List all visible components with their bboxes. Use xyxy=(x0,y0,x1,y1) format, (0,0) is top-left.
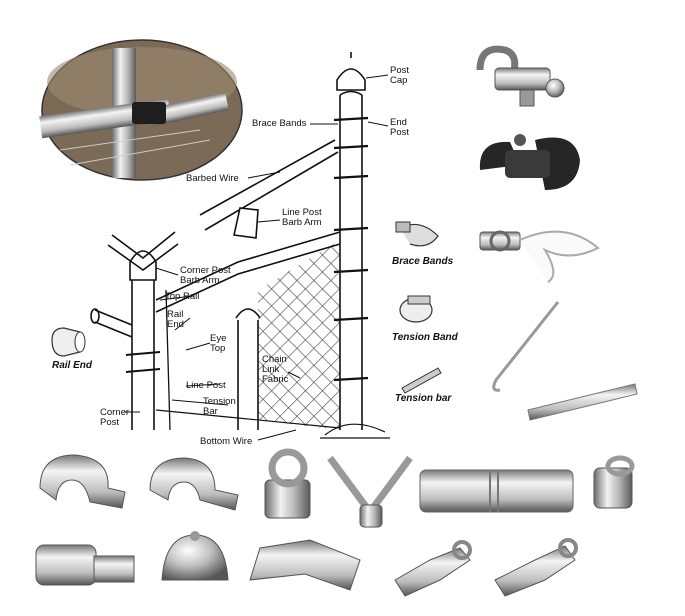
label-rail-end: Rail End xyxy=(167,309,184,330)
fitting-16-gate-hinge-b xyxy=(494,538,578,597)
fitting-15-gate-hinge-a xyxy=(394,540,472,597)
label-eye-top: Eye Top xyxy=(210,333,227,354)
photo-inset xyxy=(39,39,243,181)
fitting-7-tension-band xyxy=(149,457,239,511)
label-top-rail: Top Rail xyxy=(165,291,200,302)
leader-lines xyxy=(124,74,389,441)
label-bottom-wire: Bottom Wire xyxy=(200,436,253,447)
callout-rail-end: Rail End xyxy=(52,360,93,371)
fitting-8-eye-top xyxy=(264,448,311,519)
callout-brace-bands: Brace Bands xyxy=(392,256,454,267)
brace-band-icon xyxy=(395,221,439,247)
fitting-11-loop-cap xyxy=(593,455,635,509)
chain-link-fabric xyxy=(258,240,340,430)
callout-tension-band: Tension Band xyxy=(392,332,458,343)
fitting-9-barb-arm xyxy=(327,455,413,528)
callout-tension-bar: Tension bar xyxy=(395,393,452,404)
label-line-post-barb-arm: Line Post Barb Arm xyxy=(282,207,322,228)
label-end-post: End Post xyxy=(390,117,410,138)
fitting-2-black-clamp xyxy=(479,134,580,190)
label-brace-bands: Brace Bands xyxy=(252,118,307,129)
fitting-13-dome-cap xyxy=(161,531,229,581)
fitting-1-brace-band-assembly xyxy=(476,45,565,107)
label-tension-bar: Tension Bar xyxy=(203,396,236,417)
fitting-6-brace-band xyxy=(39,454,126,509)
label-corner-post-barb-arm: Corner Post Barb Arm xyxy=(180,265,231,286)
fitting-3-tension-band xyxy=(479,230,600,283)
label-post-cap: Post Cap xyxy=(390,65,410,86)
label-corner-post: Corner Post xyxy=(100,407,130,428)
tension-band-icon xyxy=(399,295,433,323)
fitting-4-tension-rod xyxy=(492,301,560,392)
fitting-12-rail-end xyxy=(35,544,135,586)
label-line-post: Line Post xyxy=(186,380,226,391)
fitting-5-tension-bar xyxy=(527,383,638,421)
fitting-10-rail-sleeve xyxy=(419,469,574,513)
label-chain-link-fabric: Chain Link Fabric xyxy=(262,354,289,385)
tension-bar-icon xyxy=(401,367,442,394)
fitting-14-corner-elbow xyxy=(249,539,361,591)
label-barbed-wire: Barbed Wire xyxy=(186,173,239,184)
rail-end-icon xyxy=(51,327,86,357)
